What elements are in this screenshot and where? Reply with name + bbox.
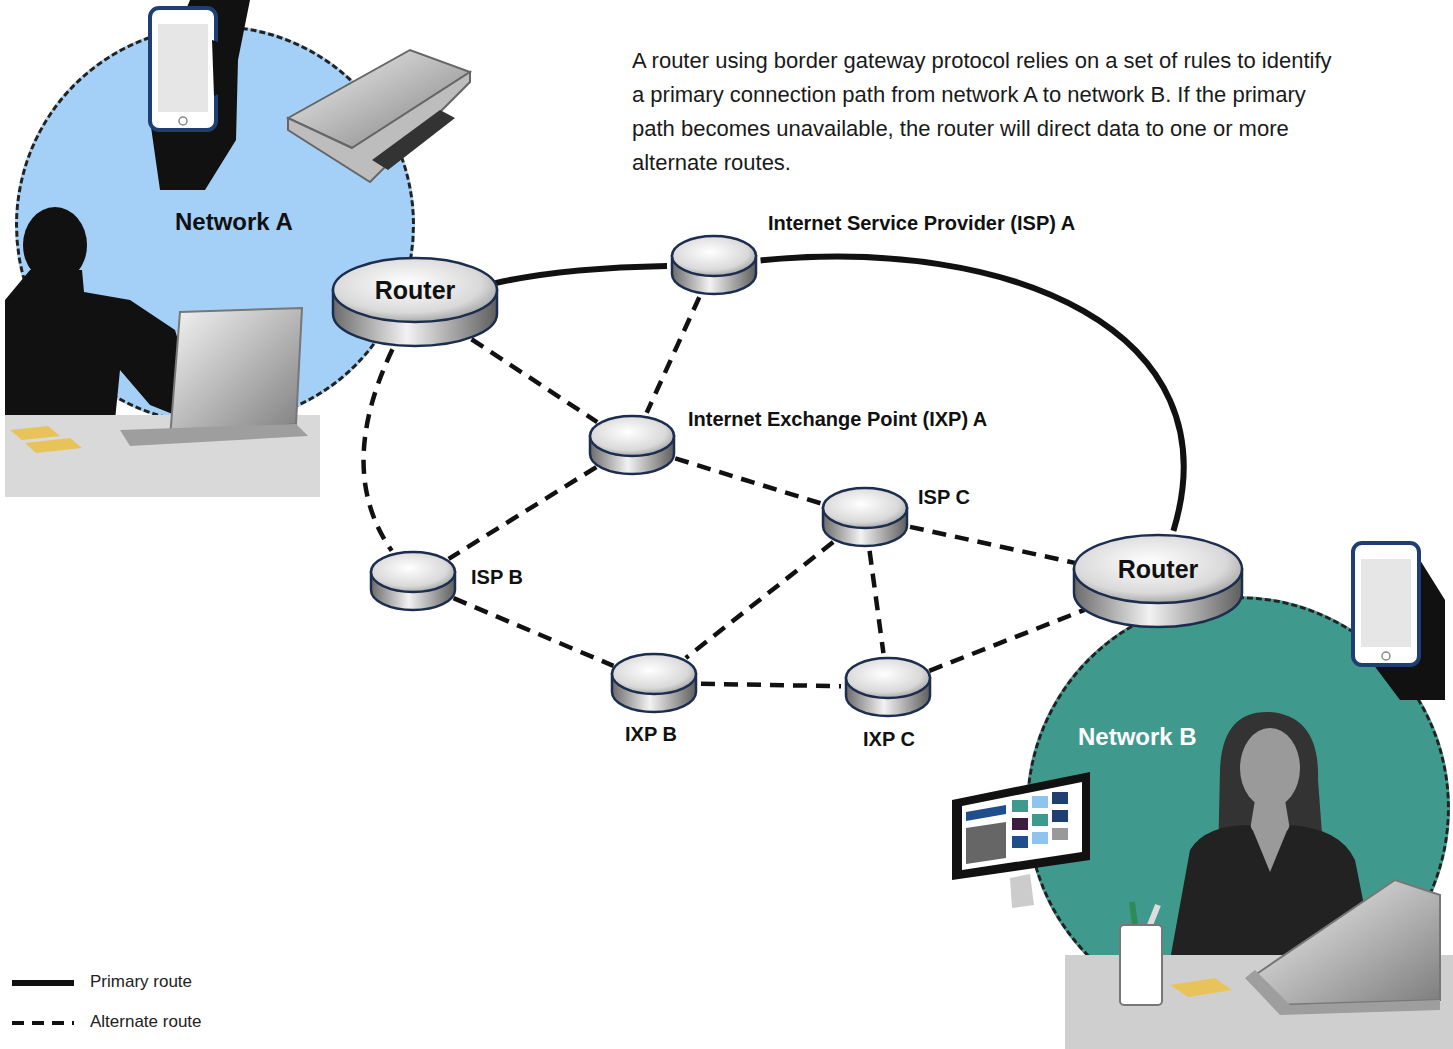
primary-route [495, 266, 667, 283]
note-text: A router using border gateway protocol r… [632, 44, 1332, 180]
device-disc [369, 550, 457, 612]
device-disc [588, 414, 676, 476]
legend-text: Primary route [90, 972, 192, 992]
alternate-route [870, 551, 884, 653]
device-label: IXP B [625, 723, 677, 746]
network-label: Network B [1078, 723, 1197, 751]
desk-a [5, 415, 320, 497]
phone-hand-b [1353, 543, 1445, 700]
device-label: IXP C [863, 728, 915, 751]
alternate-route [675, 458, 822, 503]
monitor-b [952, 772, 1090, 908]
legend-text: Alternate route [90, 1012, 202, 1032]
phone-hand-a [150, 0, 250, 190]
laptop-a-top [288, 50, 470, 182]
network-device: ISP C [821, 486, 909, 548]
network-device: IXP B [610, 652, 698, 714]
device-disc [610, 652, 698, 714]
caption-note: A router using border gateway protocol r… [632, 44, 1332, 180]
alternate-route [686, 542, 833, 658]
alternate-route [929, 610, 1084, 671]
device-label: Router [375, 276, 456, 305]
device-label: ISP C [918, 486, 970, 509]
network-label: Network A [175, 208, 293, 236]
device-disc [670, 234, 758, 296]
alternate-route [454, 598, 614, 666]
network-device: Internet Service Provider (ISP) A [670, 234, 758, 296]
alternate-route [701, 684, 841, 686]
device-label: Router [1118, 555, 1199, 584]
legend-sample-solid [12, 980, 74, 986]
legend-sample-dashed [12, 1021, 74, 1025]
alternate-route [449, 467, 597, 559]
laptop-b [1245, 880, 1440, 1015]
alternate-route [647, 297, 700, 412]
pencil-cup [1120, 902, 1162, 1005]
device-disc [821, 486, 909, 548]
alternate-route [472, 339, 598, 422]
alternate-route [910, 527, 1075, 563]
laptop-a [120, 308, 308, 446]
alternate-route [364, 349, 393, 550]
network-device: ISP B [369, 550, 457, 612]
network-device: Internet Exchange Point (IXP) A [588, 414, 676, 476]
device-disc [844, 656, 932, 718]
device-label: Internet Exchange Point (IXP) A [688, 408, 987, 431]
primary-route [761, 257, 1184, 531]
device-label: ISP B [471, 566, 523, 589]
router-disc: Router [331, 256, 499, 348]
network-device: IXP C [844, 656, 932, 718]
router-disc: Router [1072, 533, 1244, 629]
device-label: Internet Service Provider (ISP) A [768, 212, 1075, 235]
